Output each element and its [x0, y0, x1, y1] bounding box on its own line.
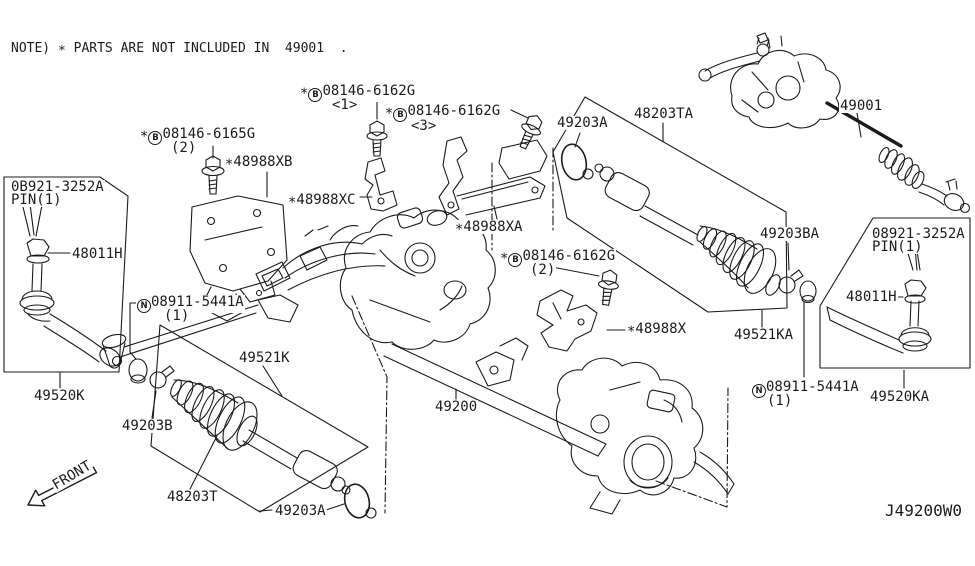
- steering-gear-assy-49001-drawing: [698, 32, 971, 214]
- label-bolt-08146-6165G-qty: (2): [170, 140, 198, 156]
- circled-b-icon: B: [148, 130, 163, 145]
- bolt-08146-6165G-drawing: [201, 155, 225, 195]
- label-gear-assy-49001: 49001: [839, 98, 884, 114]
- circled-b-icon: B: [308, 87, 323, 102]
- label-boot-49203B: 49203B: [121, 418, 174, 434]
- label-bolt-08146-6162G-1-qty: <1>: [331, 97, 359, 113]
- label-note: NOTE) ∗ PARTS ARE NOT INCLUDED IN 49001 …: [10, 41, 349, 56]
- label-inner-socket-48203TA: 48203TA: [633, 106, 695, 122]
- label-ring-49203A-top: 49203A: [556, 115, 609, 131]
- label-diagram-code: J49200W0: [884, 501, 964, 520]
- label-kit-49521K: 49521K: [238, 350, 291, 366]
- circled-b-icon: B: [393, 107, 408, 122]
- label-bracket-48988XA: ∗48988XA: [454, 219, 524, 235]
- bracket-48988XA-drawing: [438, 136, 548, 216]
- label-kit-49521KA: 49521KA: [733, 327, 795, 343]
- tie-rod-end-right-drawing: [826, 243, 932, 354]
- circled-n-icon: N: [752, 383, 766, 398]
- label-pin-0B921-3252A-qty: PIN(1): [10, 192, 63, 208]
- inner-socket-kit-49521K-drawing: [128, 358, 377, 519]
- label-bolt-08146-6162G-2-qty: (2): [529, 262, 557, 278]
- label-bracket-48988XB: ∗48988XB: [224, 154, 294, 170]
- bolt-08146-6162G-3-drawing: [519, 115, 543, 150]
- label-pin-08921-3252A-qty: PIN(1): [871, 239, 924, 255]
- group-box-49520KA: [819, 217, 971, 369]
- alignment-dash-lines: [351, 147, 729, 514]
- label-boot-49203BA: 49203BA: [759, 226, 821, 242]
- label-bracket-48988X: ∗48988X: [626, 321, 688, 337]
- bracket-48988XC-drawing: [364, 157, 398, 212]
- label-inner-socket-48203T: 48203T: [166, 489, 219, 505]
- bracket-48988X-drawing: [536, 289, 598, 352]
- label-outer-socket-49520KA: 49520KA: [869, 389, 931, 405]
- leader-lines: [35, 95, 921, 512]
- circled-n-icon: N: [137, 298, 151, 313]
- tie-rod-end-left-drawing: [19, 200, 123, 367]
- label-ring-49203A-bottom: 49203A: [274, 503, 327, 519]
- label-gear-49200: 49200: [434, 399, 479, 415]
- label-bracket-48988XC: ∗48988XC: [287, 192, 357, 208]
- steering-gear-49200-drawing: [101, 207, 735, 515]
- circled-b-icon: B: [508, 252, 523, 267]
- label-nut-08911-5441A-left-qty: (1): [163, 308, 191, 324]
- inner-socket-kit-49521KA-drawing: [560, 143, 817, 304]
- group-box-49520K: [3, 176, 129, 373]
- bolt-08146-6162G-2-drawing: [597, 269, 619, 306]
- label-nut-48011H-left: 48011H: [71, 246, 124, 262]
- label-pin-0B921-3252A: 0B921-3252A: [10, 179, 105, 195]
- label-bolt-08146-6162G-3-qty: <3>: [410, 118, 438, 134]
- label-outer-socket-49520K: 49520K: [33, 388, 86, 404]
- label-nut-48011H-right: 48011H: [845, 289, 898, 305]
- label-nut-08911-5441A-right-qty: (1): [766, 393, 794, 409]
- bolt-08146-6162G-1-drawing: [366, 120, 388, 157]
- label-pin-08921-3252A: 08921-3252A: [871, 226, 966, 242]
